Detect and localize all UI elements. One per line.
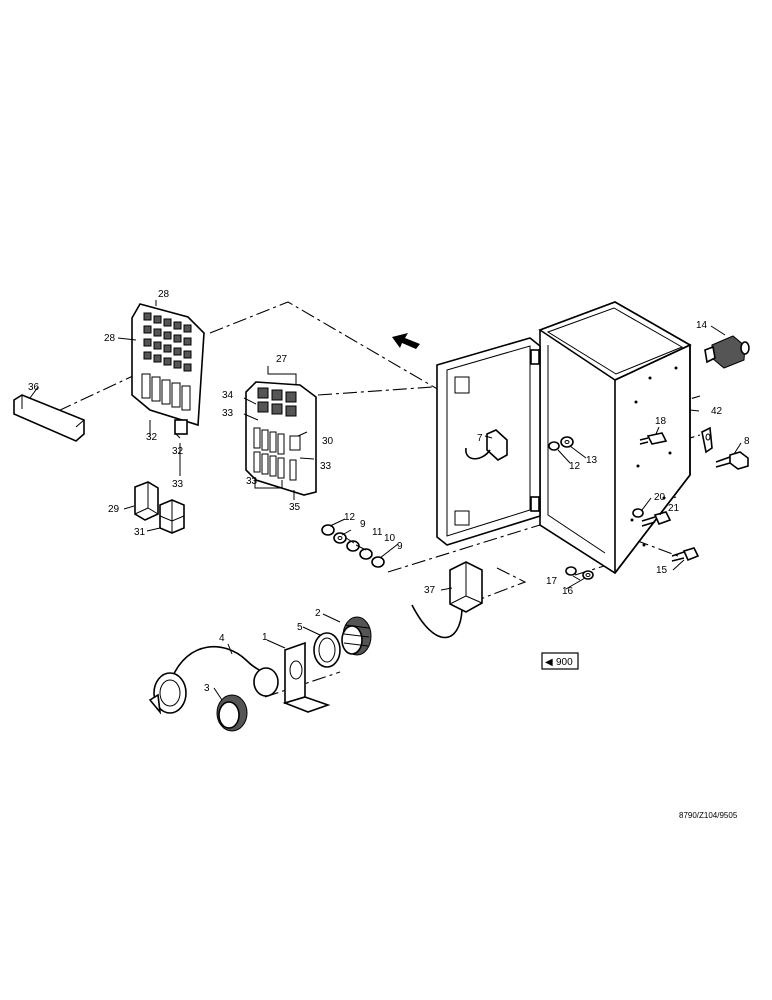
callout-28-top: 28 [158, 289, 170, 300]
bolt-18 [639, 432, 668, 445]
callout-8: 8 [744, 436, 750, 447]
callout-42: 42 [711, 406, 723, 417]
callout-33-right: 33 [320, 461, 332, 472]
callout-18: 18 [655, 416, 667, 427]
callout-2: 2 [315, 608, 321, 619]
callout-1: 1 [262, 632, 268, 643]
seal-ring-5 [313, 632, 341, 668]
callout-33-left: 33 [172, 479, 184, 490]
callout-34: 34 [222, 390, 234, 401]
callout-13: 13 [586, 455, 598, 466]
callout-28-side: 28 [104, 333, 116, 344]
callout-labels: 28 28 36 32 32 33 27 34 33 30 33 33 35 2… [28, 289, 750, 694]
callout-29: 29 [108, 504, 120, 515]
callout-12-row: 12 [344, 512, 356, 523]
callout-21: 21 [668, 503, 680, 514]
nut-20 [632, 508, 644, 518]
callout-36: 36 [28, 382, 40, 393]
callout-37: 37 [424, 585, 436, 596]
bolt-15 [671, 547, 700, 562]
reference-page-number: 900 [556, 657, 573, 668]
bracket-8 [701, 426, 713, 454]
bolt-21 [641, 511, 672, 527]
callout-9-row: 9 [360, 519, 366, 530]
callout-9-row-end: 9 [397, 541, 403, 552]
cable-gland-14 [704, 335, 750, 369]
callout-17: 17 [546, 576, 558, 587]
callout-30: 30 [322, 436, 334, 447]
callout-32-right: 32 [172, 446, 184, 457]
callout-3: 3 [204, 683, 210, 694]
fuse-block-middle [245, 381, 317, 496]
washer-16 [582, 570, 594, 580]
socket-connector-2 [341, 616, 372, 656]
relay-29 [134, 481, 159, 521]
bolt-8 [715, 451, 749, 470]
switch-37 [411, 561, 483, 639]
callout-7: 7 [477, 433, 483, 444]
callout-35: 35 [289, 502, 301, 513]
callout-32-left: 32 [146, 432, 158, 443]
callout-20: 20 [654, 492, 666, 503]
callout-4: 4 [219, 633, 225, 644]
document-code: 8790/Z104/9505 [679, 811, 738, 820]
callout-33-mid: 33 [222, 408, 234, 419]
callout-16: 16 [562, 586, 574, 597]
relay-31 [159, 499, 185, 534]
mounting-plate-1 [282, 641, 331, 713]
washer-row [321, 524, 385, 568]
callout-31: 31 [134, 527, 146, 538]
fuse-block-left [131, 303, 205, 435]
reference-arrow-icon: ◀ [545, 657, 553, 668]
callout-33-bottom: 33 [246, 476, 258, 487]
electrical-cabinet [436, 301, 692, 575]
callout-27: 27 [276, 354, 288, 365]
nut-17 [565, 566, 577, 576]
callout-11: 11 [372, 527, 383, 538]
callout-15: 15 [656, 565, 668, 576]
fuse-cover [13, 394, 85, 442]
callout-14: 14 [696, 320, 708, 331]
washer-nut-12-13 [548, 436, 574, 451]
protective-cap-4 [148, 646, 279, 715]
leader-lines [29, 300, 742, 701]
callout-12-door: 12 [569, 461, 581, 472]
page-reference-tag[interactable]: ◀ 900 [541, 652, 579, 670]
direction-arrow-icon [392, 333, 420, 349]
lock-nut-3 [216, 694, 248, 732]
callout-5: 5 [297, 622, 303, 633]
callout-10: 10 [384, 533, 396, 544]
